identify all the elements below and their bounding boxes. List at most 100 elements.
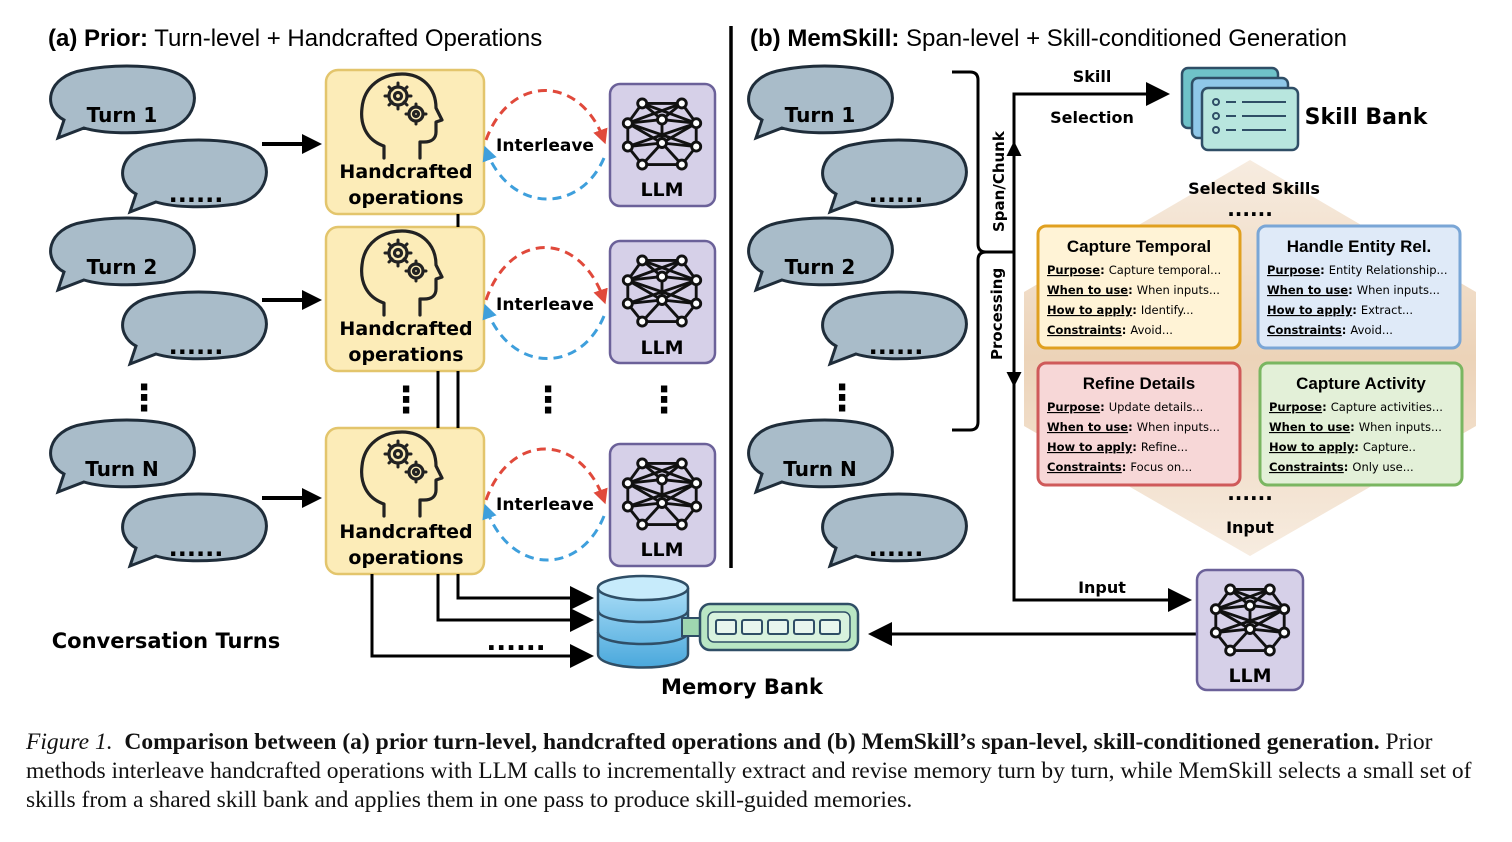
span-chunk-label: Span/Chunk (990, 130, 1008, 232)
skill-card-row: How to apply: Refine... (1047, 440, 1188, 454)
interleave-label: Interleave (496, 295, 594, 315)
llm-box-n: LLM (608, 442, 717, 568)
panel-a-title: (a) Prior: Turn-level + Handcrafted Oper… (48, 25, 542, 52)
turn-bubble-2: Turn 2 (49, 216, 196, 292)
ellipsis-text: ...... (169, 180, 224, 208)
ellipsis-bubble: ...... (121, 290, 268, 366)
ellipsis-text: ...... (169, 534, 224, 562)
ops-box-1: Handcrafted operations (324, 68, 486, 216)
interleave-bg (498, 491, 592, 515)
ops-box-n: Handcrafted operations (324, 426, 486, 576)
ops-label: Handcrafted (339, 521, 472, 543)
skill-card-row: Purpose: Entity Relationship... (1267, 263, 1447, 277)
figure-canvas: (a) Prior: Turn-level + Handcrafted Oper… (48, 25, 1476, 699)
turn-bubble-1: Turn 1 (49, 64, 196, 140)
interleave-label: Interleave (496, 136, 594, 156)
turn-label: Turn N (783, 457, 857, 481)
ops-to-memory-lines (370, 214, 594, 668)
llm-label: LLM (640, 539, 683, 561)
skill-card-row: How to apply: Identify... (1047, 303, 1194, 317)
ellipsis-bubble: ...... (121, 492, 268, 568)
vertical-ellipsis: ⋮ (530, 380, 566, 421)
dots-top: ...... (1227, 197, 1273, 221)
vertical-ellipsis: ⋮ (388, 380, 424, 421)
selected-skills-label: Selected Skills (1188, 179, 1320, 198)
conversation-turns-label: Conversation Turns (52, 629, 280, 653)
interleave-bg (498, 132, 592, 156)
skill-card-row: Purpose: Capture activities... (1269, 400, 1443, 414)
turn-label: Turn 2 (87, 255, 158, 279)
skill-card-row: When to use: When inputs... (1047, 420, 1220, 434)
turn-label: Turn 1 (87, 103, 158, 127)
turn-bubble-n: Turn N (49, 418, 196, 494)
memory-bank-icon (596, 574, 860, 669)
skill-card-row: Constraints: Focus on... (1047, 460, 1192, 474)
ellipsis-text: ...... (169, 332, 224, 360)
skill-card-row: How to apply: Capture.. (1269, 440, 1416, 454)
interleave-bg (498, 291, 592, 315)
skill-card-row: Constraints: Avoid... (1267, 323, 1393, 337)
caption-bold-text: Comparison between (a) prior turn-level,… (124, 729, 1380, 755)
llm-box-1: LLM (608, 82, 717, 208)
turn-bubble-1: Turn 1 (747, 64, 894, 140)
vertical-ellipsis: ⋮ (824, 378, 860, 419)
ellipsis-bubble: ...... (821, 290, 968, 366)
input-arrow-label: Input (1078, 578, 1126, 597)
skill-bank-label: Skill Bank (1305, 105, 1429, 130)
panel-b-title: (b) MemSkill: Span-level + Skill-conditi… (750, 25, 1347, 52)
ellipsis-bubble: ...... (821, 492, 968, 568)
turn-to-ops-arrows (262, 134, 322, 508)
skill-card-row: When to use: When inputs... (1267, 283, 1440, 297)
ops-box-2: Handcrafted operations (324, 225, 486, 373)
skill-card-row: Constraints: Avoid... (1047, 323, 1173, 337)
skill-card: Handle Entity Rel. Purpose: Entity Relati… (1256, 224, 1462, 350)
ellipsis-text: ...... (869, 332, 924, 360)
vertical-ellipsis: ⋮ (646, 380, 682, 421)
interleave-arcs (482, 89, 608, 562)
llm-box-2: LLM (608, 239, 717, 365)
span-brace (868, 70, 1196, 646)
ops-label: Handcrafted (339, 318, 472, 340)
turn-label: Turn N (85, 457, 159, 481)
skill-label: Skill (1073, 67, 1112, 86)
caption-body-text: Prior methods interleave handcrafted ope… (26, 729, 1472, 813)
processing-label: Processing (988, 268, 1006, 360)
ops-label: operations (348, 344, 463, 366)
turn-bubble-n: Turn N (747, 418, 894, 494)
ellipsis-text: ...... (869, 180, 924, 208)
selection-label: Selection (1050, 108, 1134, 127)
caption-figure-label: Figure 1. (26, 729, 113, 755)
skill-bank-icon (1180, 66, 1300, 152)
arrow-ellipsis: ...... (486, 627, 545, 657)
interleave-label: Interleave (496, 495, 594, 515)
skill-card-title: Handle Entity Rel. (1287, 237, 1432, 256)
llm-label: LLM (1228, 665, 1271, 687)
ops-label: operations (348, 547, 463, 569)
skill-card-row: Purpose: Capture temporal... (1047, 263, 1221, 277)
ellipsis-bubble: ...... (121, 138, 268, 214)
skill-card-row: How to apply: Extract... (1267, 303, 1413, 317)
figure-caption: Figure 1. Comparison between (a) prior t… (26, 728, 1488, 815)
llm-label: LLM (640, 337, 683, 359)
turn-label: Turn 1 (785, 103, 856, 127)
memory-bank-label: Memory Bank (661, 675, 824, 699)
llm-label: LLM (640, 179, 683, 201)
ellipsis-text: ...... (869, 534, 924, 562)
skill-card-row: Constraints: Only use... (1269, 460, 1414, 474)
input-hex-label: Input (1226, 518, 1274, 537)
turn-bubble-2: Turn 2 (747, 216, 894, 292)
skill-card-title: Capture Temporal (1067, 237, 1211, 256)
vertical-ellipsis: ⋮ (126, 378, 162, 419)
skill-card-row: When to use: When inputs... (1269, 420, 1442, 434)
skill-card-row: Purpose: Update details... (1047, 400, 1203, 414)
llm-box-b: LLM (1195, 568, 1305, 692)
skill-card-row: When to use: When inputs... (1047, 283, 1220, 297)
skill-card-title: Refine Details (1083, 374, 1195, 393)
turn-label: Turn 2 (785, 255, 856, 279)
skill-card-title: Capture Activity (1296, 374, 1426, 393)
ops-label: Handcrafted (339, 161, 472, 183)
